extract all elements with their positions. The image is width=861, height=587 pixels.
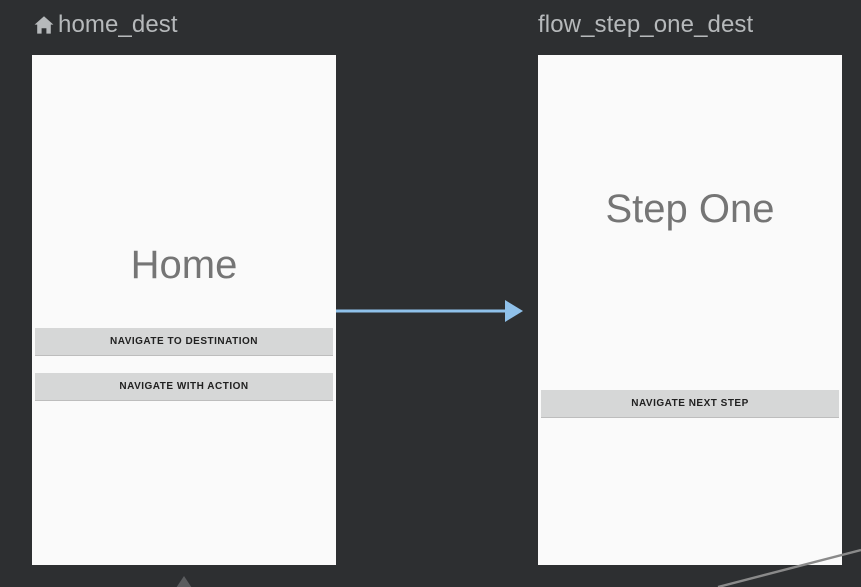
screen-title-home: Home bbox=[130, 243, 238, 287]
destination-label-row-flow-step-one-dest: flow_step_one_dest bbox=[538, 10, 753, 40]
destination-label-row-home-dest: home_dest bbox=[32, 10, 178, 40]
destination-label-flow-step-one-dest: flow_step_one_dest bbox=[538, 11, 754, 38]
destination-screen-flow-step-one-dest[interactable]: Step One NAVIGATE NEXT STEP bbox=[538, 55, 842, 565]
button-navigate-with-action[interactable]: NAVIGATE WITH ACTION bbox=[35, 373, 333, 401]
action-arrow-home-to-flow-step-one[interactable] bbox=[334, 296, 526, 326]
destination-screen-home-dest[interactable]: Home NAVIGATE TO DESTINATION NAVIGATE WI… bbox=[32, 55, 336, 565]
screen-title-step-one: Step One bbox=[605, 187, 775, 231]
button-navigate-next-step[interactable]: NAVIGATE NEXT STEP bbox=[541, 390, 839, 418]
home-icon bbox=[34, 16, 54, 34]
destination-flow-step-one-dest[interactable]: flow_step_one_dest Step One NAVIGATE NEX… bbox=[538, 10, 842, 565]
destination-home-dest[interactable]: home_dest Home NAVIGATE TO DESTINATION N… bbox=[32, 10, 336, 565]
destination-label-home-dest: home_dest bbox=[58, 11, 178, 38]
button-navigate-to-destination[interactable]: NAVIGATE TO DESTINATION bbox=[35, 328, 333, 356]
start-destination-marker bbox=[176, 576, 192, 587]
